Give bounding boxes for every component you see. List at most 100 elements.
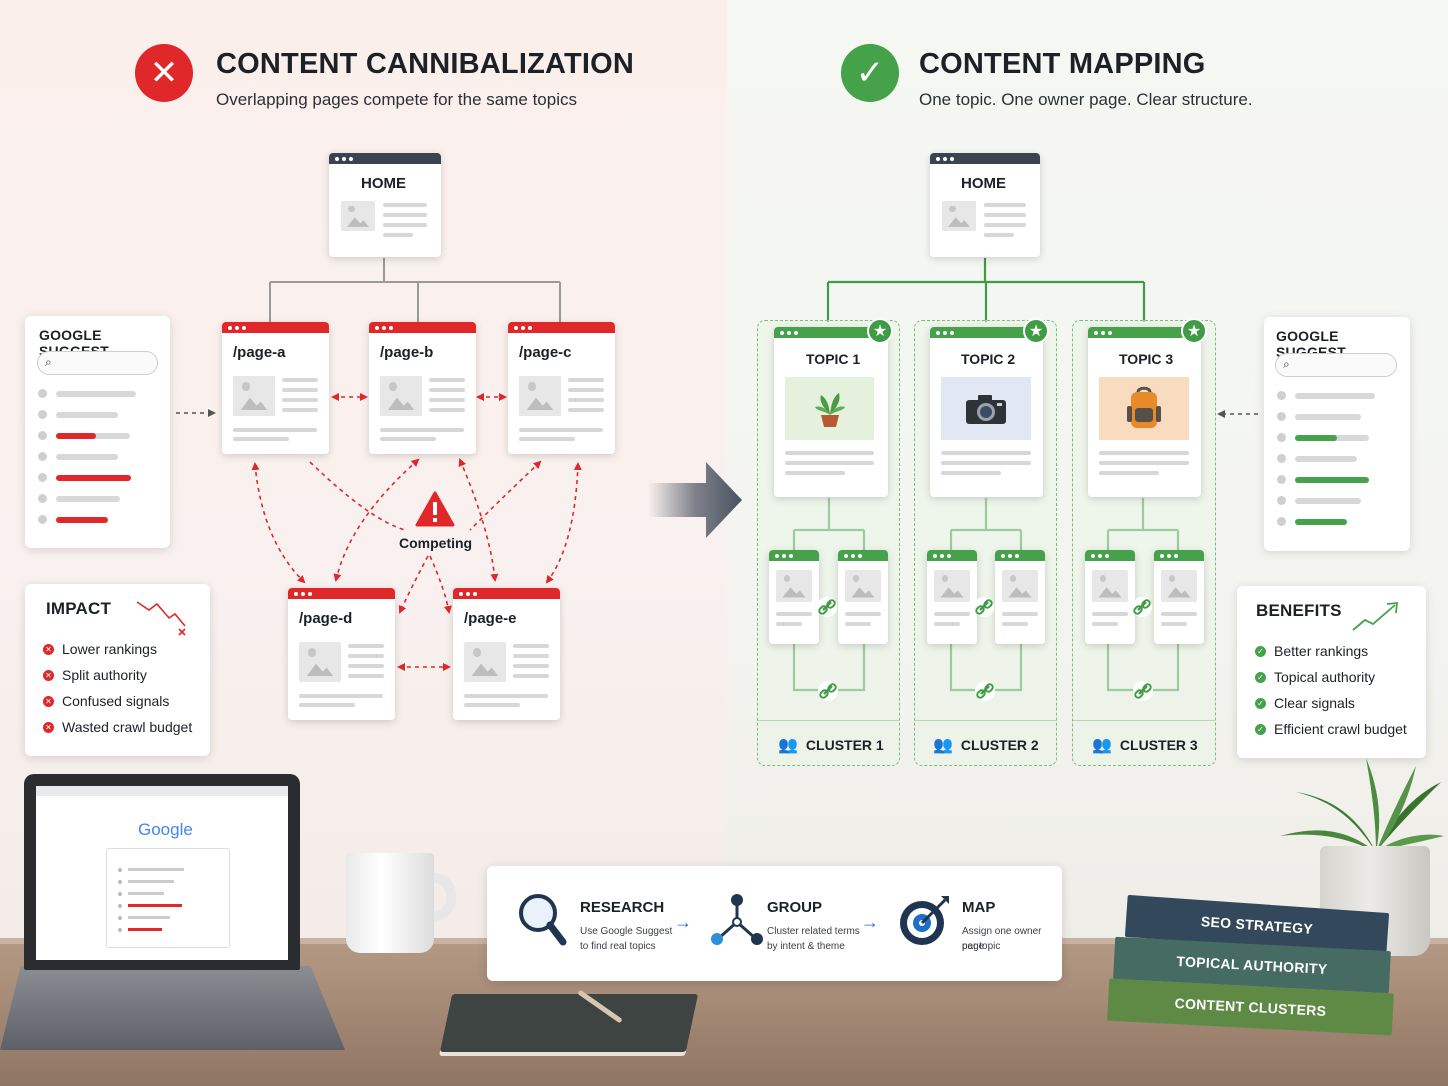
error-bullet-icon: ✕ <box>43 721 54 733</box>
link-icon <box>974 597 994 617</box>
left-home-card: HOME <box>329 153 441 257</box>
image-placeholder-icon <box>845 570 881 602</box>
right-title: CONTENT MAPPING <box>919 48 1206 80</box>
camera-icon <box>941 377 1031 440</box>
cluster-subpage <box>1154 550 1204 644</box>
image-placeholder-icon <box>519 376 561 416</box>
cluster-label-1: 👥CLUSTER 1 <box>778 737 884 754</box>
right-google-suggest-panel: GOOGLE SUGGEST ⌕ <box>1264 317 1410 551</box>
step-desc: Use Google Suggest <box>580 926 673 937</box>
benefits-title: BENEFITS <box>1256 601 1342 620</box>
impact-item: ✕Wasted crawl budget <box>43 719 192 735</box>
impact-title: IMPACT <box>46 599 112 618</box>
step-desc: by intent & theme <box>767 941 845 952</box>
image-placeholder-icon <box>776 570 812 602</box>
check-bullet-icon: ✓ <box>1255 697 1266 709</box>
check-icon: ✓ <box>841 44 899 102</box>
group-icon: 👥 <box>778 737 798 754</box>
step-desc: Assign one owner page <box>962 926 1042 952</box>
page-label: /page-c <box>519 344 572 361</box>
cluster-subpage <box>769 550 819 644</box>
error-bullet-icon: ✕ <box>43 695 54 707</box>
benefit-item: ✓Better rankings <box>1255 643 1368 659</box>
page-label: /page-d <box>299 610 353 627</box>
image-placeholder-icon <box>934 570 970 602</box>
coffee-mug <box>346 853 434 953</box>
topic-label: TOPIC 2 <box>961 351 1016 367</box>
benefits-panel: BENEFITS ✓Better rankings ✓Topical autho… <box>1237 586 1426 758</box>
left-google-suggest-panel: GOOGLE SUGGEST ⌕ <box>25 316 170 548</box>
cluster-subpage <box>995 550 1045 644</box>
cluster-subpage <box>1085 550 1135 644</box>
step-title: RESEARCH <box>580 899 665 916</box>
star-icon: ★ <box>867 318 893 344</box>
home-label: HOME <box>361 175 406 192</box>
competing-label: Competing <box>399 535 473 551</box>
step-desc: to find real topics <box>580 941 656 952</box>
star-icon: ★ <box>1181 318 1207 344</box>
check-bullet-icon: ✓ <box>1255 723 1266 735</box>
google-logo: Google <box>138 820 193 839</box>
link-icon <box>1133 681 1153 701</box>
error-bullet-icon: ✕ <box>43 643 54 655</box>
check-bullet-icon: ✓ <box>1255 671 1266 683</box>
laptop-display: Google <box>36 786 288 960</box>
notebook <box>439 994 699 1052</box>
link-icon <box>975 681 995 701</box>
benefit-item: ✓Topical authority <box>1255 669 1375 685</box>
cluster-label-2: 👥CLUSTER 2 <box>933 737 1039 754</box>
arrow-right-icon: → <box>861 912 879 932</box>
image-placeholder-icon <box>1002 570 1038 602</box>
page-card-a: /page-a <box>222 322 329 454</box>
search-icon: ⌕ <box>1283 357 1290 371</box>
mug-handle <box>426 873 456 921</box>
link-icon <box>818 681 838 701</box>
image-placeholder-icon <box>233 376 275 416</box>
impact-panel: IMPACT ✕Lower rankings ✕Split authority … <box>25 584 210 756</box>
topic-card-3: TOPIC 3 <box>1088 327 1201 497</box>
right-subtitle: One topic. One owner page. Clear structu… <box>919 90 1253 109</box>
process-panel: RESEARCH Use Google Suggest to find real… <box>487 866 1062 981</box>
benefit-item: ✓Efficient crawl budget <box>1255 721 1407 737</box>
topic-label: TOPIC 1 <box>806 351 861 367</box>
star-icon: ★ <box>1023 318 1049 344</box>
page-card-d: /page-d <box>288 588 395 720</box>
left-title: CONTENT CANNIBALIZATION <box>216 48 635 80</box>
link-icon <box>817 597 837 617</box>
step-title: MAP <box>962 899 996 916</box>
left-subtitle: Overlapping pages compete for the same t… <box>216 90 577 109</box>
page-label: /page-a <box>233 344 286 361</box>
page-label: /page-b <box>380 344 434 361</box>
right-home-card: HOME <box>930 153 1040 257</box>
backpack-icon <box>1099 377 1189 440</box>
magnifier-icon <box>519 894 567 946</box>
cluster-label-3: 👥CLUSTER 3 <box>1092 737 1198 754</box>
search-icon: ⌕ <box>45 355 52 369</box>
link-icon <box>1132 597 1152 617</box>
impact-item: ✕Confused signals <box>43 693 169 709</box>
cluster-subpage <box>927 550 977 644</box>
laptop-base <box>0 966 345 1050</box>
image-placeholder-icon <box>299 642 341 682</box>
topic-card-2: TOPIC 2 <box>930 327 1043 497</box>
group-icon: 👥 <box>1092 737 1112 754</box>
image-placeholder-icon <box>1092 570 1128 602</box>
left-tree-lines <box>269 258 561 322</box>
plant-icon <box>785 377 874 440</box>
check-bullet-icon: ✓ <box>1255 645 1266 657</box>
page-card-c: /page-c <box>508 322 615 454</box>
image-placeholder-icon <box>942 201 976 231</box>
image-placeholder-icon <box>1161 570 1197 602</box>
laptop-screen: Google <box>24 774 300 970</box>
trend-down-icon <box>136 601 186 636</box>
search-box[interactable]: ⌕ <box>37 351 158 375</box>
trend-up-icon <box>1352 601 1399 631</box>
cluster-subpage <box>838 550 888 644</box>
warning-icon <box>415 491 455 527</box>
image-placeholder-icon <box>380 376 422 416</box>
transition-arrow <box>648 462 742 538</box>
network-icon <box>711 894 763 945</box>
image-placeholder-icon <box>464 642 506 682</box>
search-box[interactable]: ⌕ <box>1275 353 1397 377</box>
group-icon: 👥 <box>933 737 953 754</box>
